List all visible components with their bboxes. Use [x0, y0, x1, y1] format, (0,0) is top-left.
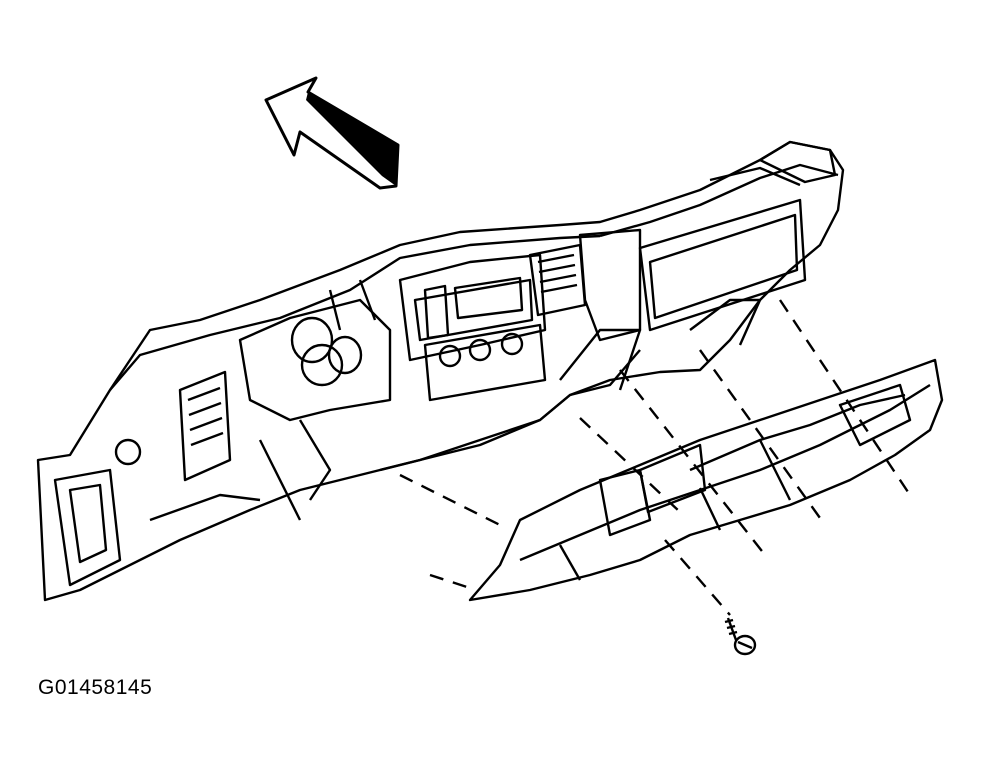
- screw-icon: [724, 617, 757, 656]
- instrument-panel-outline: [36, 140, 845, 602]
- lower-trim-panel-outline: [468, 358, 944, 602]
- front-direction-arrow-icon: [264, 76, 400, 190]
- alignment-guides: [399, 299, 911, 616]
- figure-id-label: G01458145: [38, 676, 153, 699]
